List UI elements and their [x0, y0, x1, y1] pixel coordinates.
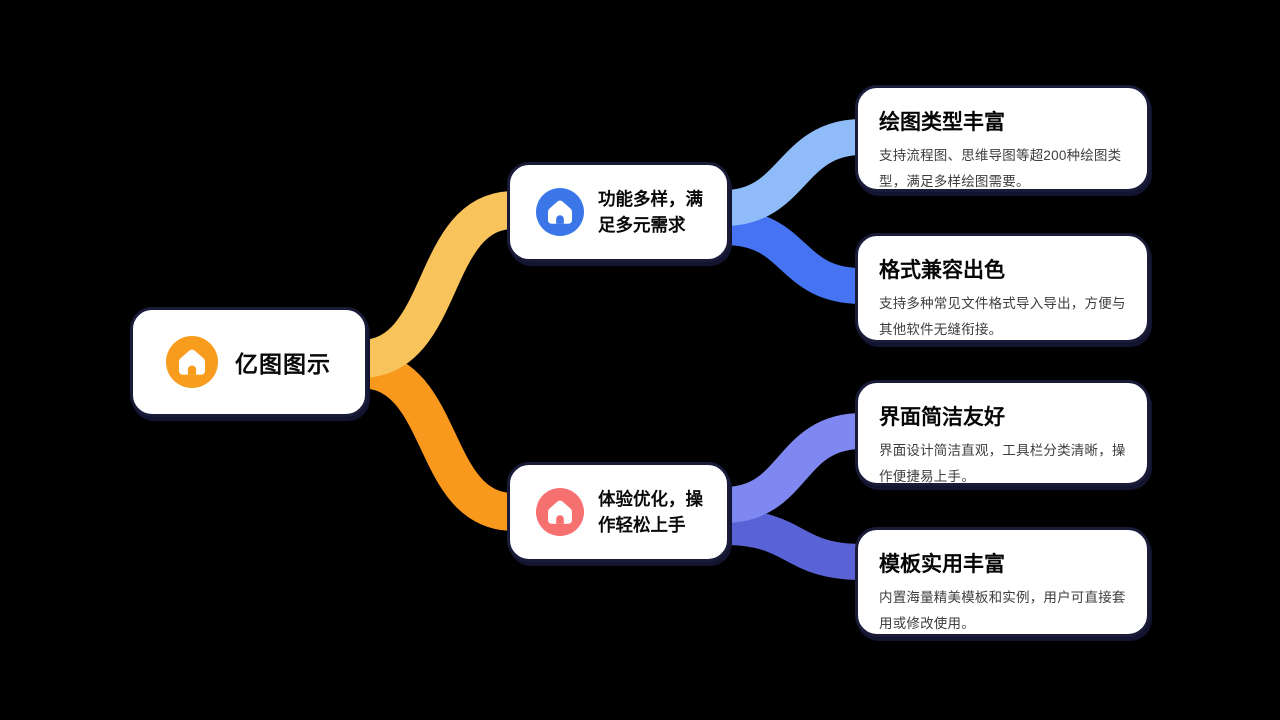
connector-branch-top-to-leaf-1[interactable]	[722, 119, 864, 226]
branch-node-label: 体验优化，操作轻松上手	[598, 488, 703, 535]
branch-node-experience[interactable]: 体验优化，操作轻松上手	[507, 462, 730, 562]
connector-root-to-branch-top[interactable]	[358, 191, 516, 378]
leaf-body: 支持流程图、思维导图等超200种绘图类型，满足多样绘图需要。	[879, 148, 1122, 189]
leaf-node-format-compatibility[interactable]: 格式兼容出色 支持多种常见文件格式导入导出，方便与其他软件无缝衔接。	[855, 233, 1150, 343]
connector-branch-top-to-leaf-2[interactable]	[723, 209, 863, 304]
root-node[interactable]: 亿图图示	[130, 307, 368, 417]
home-icon	[536, 188, 584, 236]
leaf-node-simple-ui[interactable]: 界面简洁友好 界面设计简洁直观，工具栏分类清晰，操作便捷易上手。	[855, 380, 1150, 486]
connector-branch-bottom-to-leaf-3[interactable]	[722, 413, 864, 523]
leaf-title: 绘图类型丰富	[879, 111, 1005, 134]
leaf-body: 内置海量精美模板和实例，用户可直接套用或修改使用。	[879, 590, 1126, 631]
connector-root-to-branch-bottom[interactable]	[358, 350, 516, 531]
leaf-body: 界面设计简洁直观，工具栏分类清晰，操作便捷易上手。	[879, 443, 1126, 484]
leaf-body: 支持多种常见文件格式导入导出，方便与其他软件无缝衔接。	[879, 296, 1126, 337]
connector-branch-bottom-to-leaf-4[interactable]	[723, 509, 863, 580]
leaf-node-drawing-types[interactable]: 绘图类型丰富 支持流程图、思维导图等超200种绘图类型，满足多样绘图需要。	[855, 85, 1150, 192]
root-node-label: 亿图图示	[235, 351, 331, 377]
home-icon	[536, 488, 584, 536]
branch-node-label: 功能多样，满足多元需求	[598, 188, 703, 235]
leaf-title: 界面简洁友好	[879, 406, 1005, 429]
leaf-title: 模板实用丰富	[879, 553, 1005, 576]
branch-node-features[interactable]: 功能多样，满足多元需求	[507, 162, 730, 262]
leaf-title: 格式兼容出色	[879, 259, 1005, 282]
home-icon	[166, 336, 218, 388]
leaf-node-templates[interactable]: 模板实用丰富 内置海量精美模板和实例，用户可直接套用或修改使用。	[855, 527, 1150, 637]
